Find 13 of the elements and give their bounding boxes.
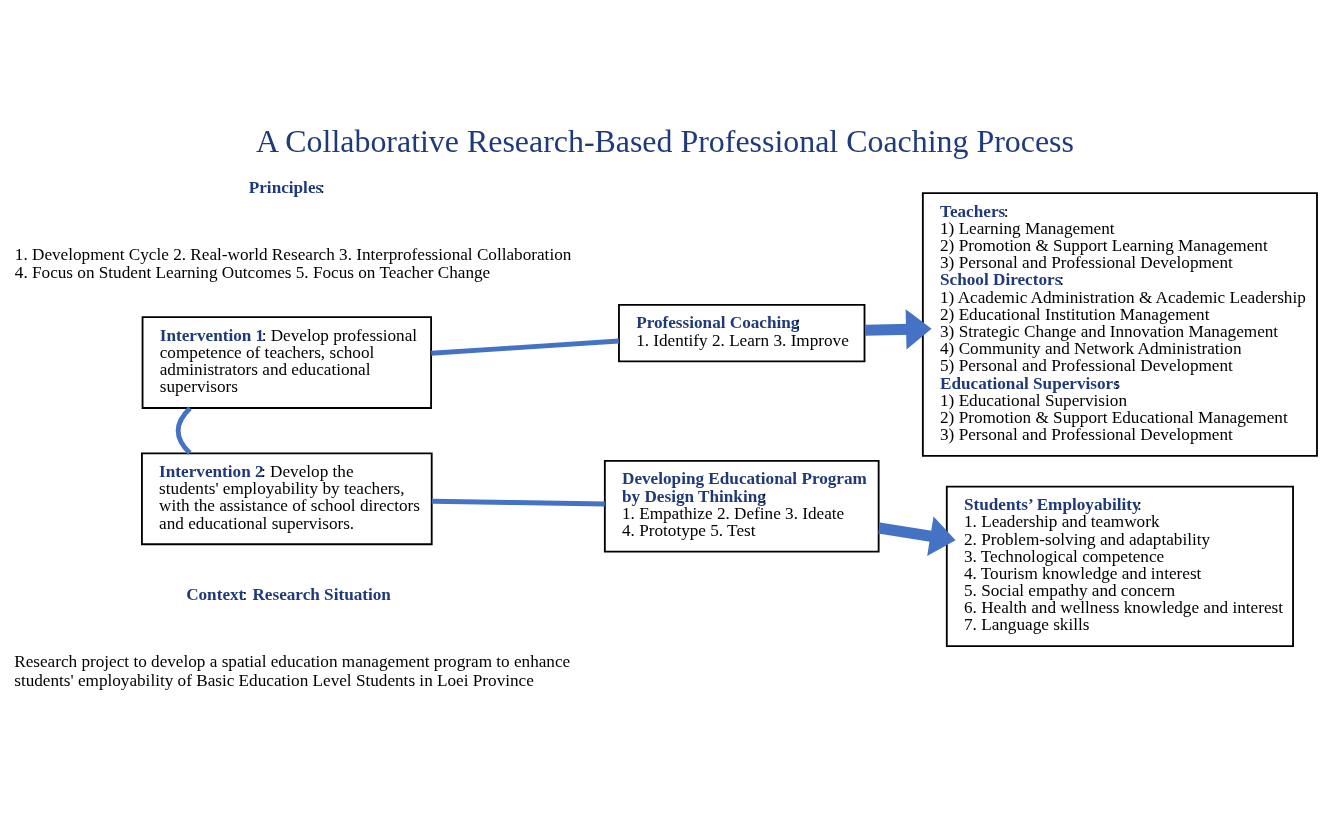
arrow bbox=[864, 309, 932, 350]
connector bbox=[431, 338, 619, 356]
node-box: Professional Coaching: 1. Identify 2. Learn 3. Improve bbox=[618, 303, 866, 363]
label: Principles: bbox=[248, 177, 325, 197]
diagram-title: A Collaborative Research-Based Professional Coaching Process bbox=[256, 124, 1074, 160]
node-box: Intervention 1: Develop professional competence of teachers, school administrators and educational supervisors bbox=[141, 316, 432, 409]
label: Context: Research Situation bbox=[186, 585, 391, 605]
connector bbox=[431, 498, 605, 507]
node-box: Intervention 2: Develop the students' employability by teachers, with the assistance of school directors and educational supervisors. bbox=[141, 452, 433, 546]
label: 1. Development Cycle 2. Real-world Research 3. Interprofessional Collaboration 4. Focus on Student Learning Outcomes 5. Focus on Teacher Change bbox=[14, 244, 572, 283]
node-box: Teachers: 1) Learning Management 2) Promotion & Support Learning Management 3) Personal and Professional Development School Directors: 1) Academic Administration & Academic Leadership 2) Educational Institution Management 3) Strategic Change and Innovation Management 4) Community and Network Administration 5) Personal and Professional Development Educational Supervisors: 1) Educational Supervision 2) Promotion & Support Educational Management 3) Personal and Professional Development bbox=[921, 192, 1318, 457]
arrow bbox=[878, 516, 956, 557]
label: Research project to develop a spatial education management program to enhance students' employability of Basic Education Level Students in Loei Province bbox=[14, 652, 571, 690]
